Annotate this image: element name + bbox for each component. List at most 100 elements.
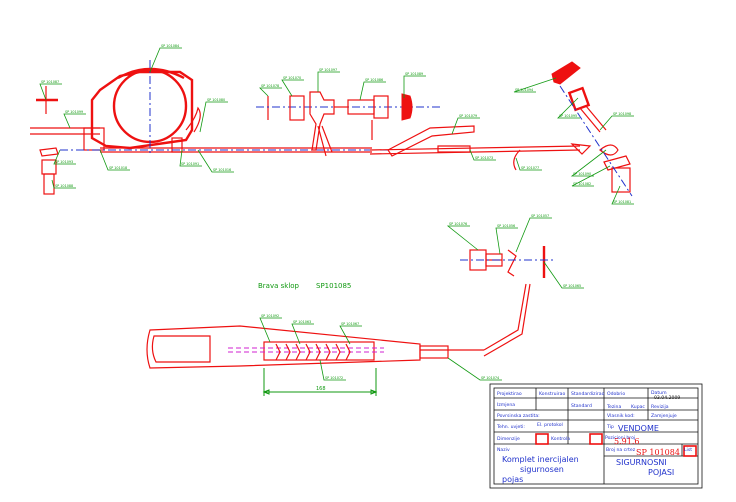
leader-line bbox=[469, 149, 496, 161]
svg-text:Revizija: Revizija bbox=[651, 404, 669, 410]
svg-text:Broj na crtez: Broj na crtez bbox=[606, 447, 636, 453]
svg-text:SIGURNOSNI: SIGURNOSNI bbox=[616, 458, 667, 467]
svg-text:VENDOME: VENDOME bbox=[618, 424, 659, 433]
lower-bolt-row bbox=[460, 246, 556, 278]
svg-text:Zamjenjuje: Zamjenjuje bbox=[651, 413, 677, 419]
callout-label: SP 101016 bbox=[213, 168, 231, 172]
leader-line bbox=[179, 149, 202, 167]
svg-text:Vlasnik kod:: Vlasnik kod: bbox=[607, 413, 635, 419]
callout-label: SP 101063 bbox=[293, 320, 311, 324]
leader-line bbox=[259, 317, 282, 343]
leader-line bbox=[451, 117, 480, 135]
leader-line bbox=[291, 323, 314, 345]
svg-text:Naziv: Naziv bbox=[497, 447, 510, 453]
callout-label: SP 101098 bbox=[613, 112, 631, 116]
callout-label: SP 101082 bbox=[573, 182, 591, 186]
svg-text:Povrsinska zastita:: Povrsinska zastita: bbox=[497, 413, 540, 419]
leader-line bbox=[199, 101, 228, 133]
svg-text:Projektirao: Projektirao bbox=[497, 391, 522, 397]
callout-label: SP 101092 bbox=[261, 314, 279, 318]
svg-text:Komplet inercijalen: Komplet inercijalen bbox=[502, 455, 579, 464]
callout-label: SP 101090 bbox=[573, 172, 591, 176]
leader-line bbox=[495, 227, 518, 255]
svg-text:Tezina: Tezina bbox=[606, 404, 621, 410]
leader-line bbox=[557, 97, 580, 119]
svg-text:El. protokol: El. protokol bbox=[537, 422, 563, 428]
callout-label: SP 101091 bbox=[181, 162, 199, 166]
callout-label: SP 101093 bbox=[55, 160, 73, 164]
title-block: Projektirao Konstruirao Standardizirao O… bbox=[489, 383, 703, 489]
leader-line bbox=[39, 83, 62, 101]
callout-label: SP 101088 bbox=[55, 184, 73, 188]
callout-label: SP 101081 bbox=[613, 200, 631, 204]
callout-label: SP 101080 bbox=[207, 98, 225, 102]
svg-text:Datum: Datum bbox=[651, 390, 667, 396]
callout-label: SP 101056 bbox=[497, 224, 515, 228]
callout-label: SP 101074 bbox=[481, 376, 499, 380]
leader-line bbox=[317, 71, 340, 92]
leader-line bbox=[611, 185, 634, 205]
callout-label: SP 101065 bbox=[563, 284, 581, 288]
callout-label: SP 101087 bbox=[41, 80, 59, 84]
leader-line bbox=[513, 77, 557, 93]
callout-label: SP 101094 bbox=[515, 88, 533, 92]
leader-line bbox=[359, 81, 386, 101]
assembly-title: Brava sklop bbox=[258, 282, 300, 290]
callout-label: SP 101079 bbox=[459, 114, 477, 118]
leader-line bbox=[403, 75, 426, 98]
callout-label: SP 101099 bbox=[65, 110, 83, 114]
leader-line bbox=[515, 157, 542, 171]
callout-label: SP 101073 bbox=[475, 156, 493, 160]
svg-text:Standardizirao: Standardizirao bbox=[571, 391, 605, 397]
callout-label: SP 101078 bbox=[261, 84, 279, 88]
buckle-stalk-lower: 168 bbox=[146, 283, 531, 396]
callout-label: SP 101076 bbox=[449, 222, 467, 226]
svg-text:List: List bbox=[684, 447, 692, 453]
leader-line bbox=[259, 87, 282, 97]
svg-text:Konstruirao: Konstruirao bbox=[539, 391, 565, 397]
leader-line bbox=[319, 359, 346, 381]
svg-text:03.04.2009: 03.04.2009 bbox=[654, 395, 680, 401]
leader-line bbox=[515, 217, 552, 253]
leader-line bbox=[51, 179, 76, 189]
dimension-text: 168 bbox=[316, 386, 326, 392]
leader-line bbox=[570, 149, 607, 177]
callout-label: SP 101057 bbox=[531, 214, 549, 218]
anchor-bolt-stack bbox=[256, 91, 440, 157]
svg-text:sigurnosen: sigurnosen bbox=[520, 465, 564, 474]
svg-text:Dimenzije: Dimenzije bbox=[497, 436, 520, 442]
leader-line bbox=[599, 115, 634, 131]
svg-text:POJASI: POJASI bbox=[648, 468, 674, 477]
buckle-stalk-assembly bbox=[369, 61, 633, 197]
svg-text:pojas: pojas bbox=[502, 475, 523, 484]
callout-label: SP 101095 bbox=[559, 114, 577, 118]
svg-text:Odobrio: Odobrio bbox=[607, 391, 625, 397]
leader-line bbox=[543, 261, 584, 289]
callout-label: SP 101077 bbox=[521, 166, 539, 170]
leader-line bbox=[339, 325, 362, 345]
svg-text:5.91.6: 5.91.6 bbox=[614, 437, 639, 446]
svg-text:Pozicioni broj: Pozicioni broj bbox=[605, 435, 635, 441]
callout-label: SP 101067 bbox=[341, 322, 359, 326]
leader-line bbox=[149, 47, 182, 73]
leader-line bbox=[446, 225, 479, 251]
leader-line bbox=[571, 165, 611, 187]
svg-text:Kontrola: Kontrola bbox=[551, 436, 570, 442]
retractor-assembly bbox=[30, 60, 390, 195]
callout-label: SP 101084 bbox=[161, 44, 179, 48]
svg-text:Izmjena: Izmjena bbox=[497, 402, 515, 408]
callout-label: SP 101097 bbox=[319, 68, 337, 72]
assembly-caption: Brava sklop SP101085 bbox=[258, 282, 351, 290]
svg-text:Standard: Standard bbox=[571, 403, 592, 409]
callout-label: SP 101089 bbox=[405, 72, 423, 76]
leader-line bbox=[281, 79, 304, 97]
leader-line bbox=[197, 149, 234, 173]
callout-label: SP 101018 bbox=[109, 166, 127, 170]
callout-label: SP 101072 bbox=[325, 376, 343, 380]
svg-text:SP 101084: SP 101084 bbox=[636, 448, 680, 457]
callout-label: SP 101086 bbox=[365, 78, 383, 82]
leader-line bbox=[63, 113, 86, 129]
svg-text:Tehn. uvjeti:: Tehn. uvjeti: bbox=[496, 424, 525, 430]
assembly-code: SP101085 bbox=[316, 282, 351, 290]
